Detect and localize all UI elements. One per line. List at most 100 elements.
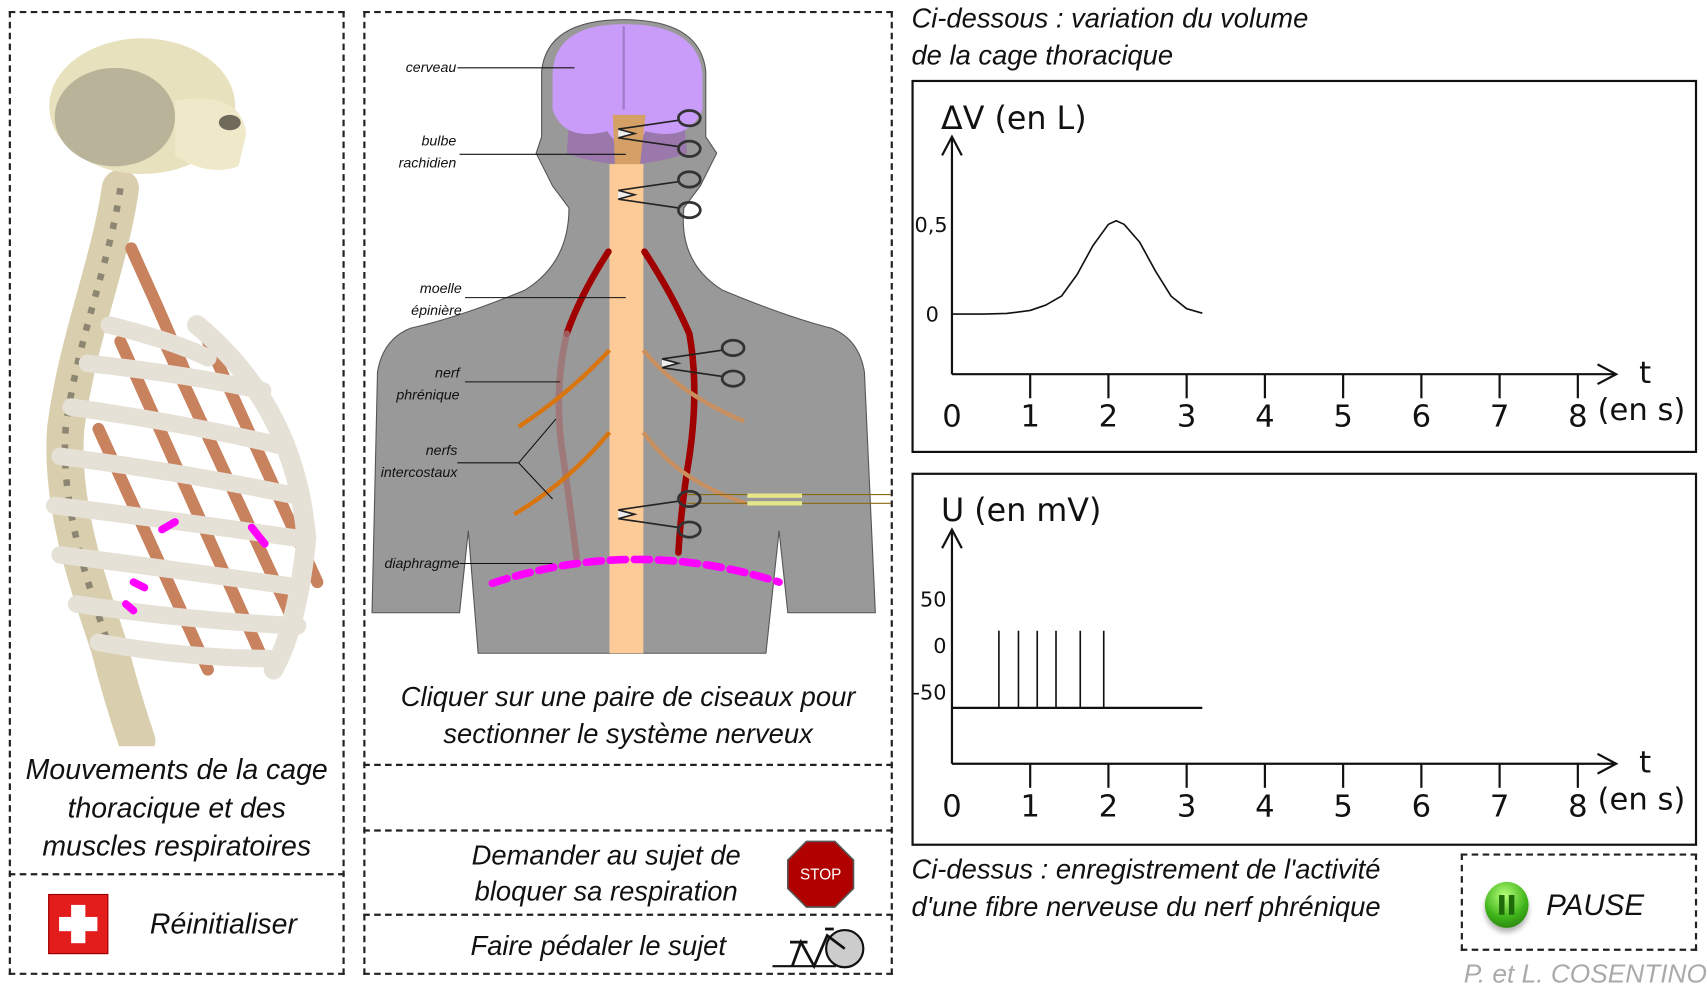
diaphragm [488, 555, 783, 588]
left-divider [8, 873, 345, 876]
x-unit-label: (en s) [1598, 393, 1686, 428]
x-axis-arrow [1597, 752, 1619, 775]
hold-breath-button[interactable]: Demander au sujet de bloquer sa respirat… [365, 832, 890, 913]
left-caption: Mouvements de la cage thoracique et des … [25, 752, 328, 863]
top-chart-caption: Ci-dessous : variation du volume de la c… [911, 3, 1309, 72]
spinal-cord [609, 164, 644, 654]
scissors-blade [618, 500, 679, 529]
bottom-chart-caption: Ci-dessus : enregistrement de l'activité… [911, 854, 1381, 923]
y-axis-arrow [941, 527, 963, 549]
scissors-ring [677, 489, 702, 508]
brain [552, 24, 703, 148]
label-epiniere: épinière [411, 303, 462, 319]
label-nerf: nerf [435, 365, 462, 381]
x-axis-arrow [1597, 363, 1619, 386]
y-axis-arrow [941, 134, 963, 156]
label-diaphragme: diaphragme [384, 556, 459, 572]
bicycle-icon [772, 927, 865, 970]
scissors-ring [677, 520, 702, 539]
credit: P. et L. COSENTINO [1463, 959, 1707, 990]
x-unit-label: (en s) [1598, 783, 1686, 818]
x-tick-label: 5 [1333, 400, 1353, 435]
reset-button[interactable]: Réinitialiser [22, 881, 339, 969]
scissors-cut-2[interactable] [618, 170, 702, 220]
left-panel [8, 10, 345, 975]
x-tick-label: 4 [1255, 400, 1275, 435]
middle-panel [363, 10, 893, 975]
label-nerfs: nerfs [426, 443, 458, 459]
x-tick-label: 2 [1099, 789, 1119, 824]
pause-icon [1484, 881, 1529, 928]
scissors-cut-4[interactable] [618, 489, 702, 539]
stop-sign-icon: STOP [787, 840, 855, 908]
label-phrenique: phrénique [395, 387, 459, 403]
y-tick-label: 0,5 [915, 213, 948, 237]
ribs [45, 315, 317, 680]
x-tick-label: 3 [1177, 789, 1197, 824]
scissors-ring [720, 338, 746, 357]
x-tick-label: 7 [1490, 789, 1510, 824]
voltage-chart-frame [911, 472, 1698, 846]
intercostal-nerves [513, 348, 747, 517]
pedal-button[interactable]: Faire pédaler le sujet [365, 916, 890, 973]
scissors-ring [677, 201, 702, 220]
x-tick-label: 6 [1412, 400, 1432, 435]
electrode [687, 493, 891, 506]
y-tick-label: 50 [920, 588, 946, 612]
scissors-ring [720, 369, 746, 388]
hold-breath-label-1: Demander au sujet de [471, 840, 741, 871]
middle-divider-1 [363, 763, 893, 766]
y-tick-label: 0 [933, 634, 946, 658]
hold-breath-label-2: bloquer sa respiration [474, 876, 738, 908]
x-tick-label: 2 [1099, 400, 1119, 435]
label-bulbe: bulbe [421, 134, 456, 150]
volume-chart-frame [911, 79, 1698, 453]
middle-divider-2 [363, 829, 893, 832]
diaphragm-marks [122, 518, 269, 615]
x-tick-label: 6 [1412, 789, 1432, 824]
x-tick-label: 0 [942, 789, 962, 824]
scissors-ring [677, 139, 702, 158]
x-axis-label: t [1639, 746, 1651, 781]
x-tick-label: 5 [1333, 789, 1353, 824]
skull [49, 38, 247, 174]
nervous-system-diagram: cerveau bulbe rachidien moelle épinière … [371, 19, 891, 654]
label-moelle: moelle [420, 281, 462, 297]
x-axis-label: t [1639, 356, 1651, 391]
stop-label: STOP [800, 867, 841, 884]
annotation-lines [457, 67, 626, 565]
y-tick-label: -50 [913, 681, 947, 705]
label-cerveau: cerveau [406, 60, 457, 76]
pedal-label: Faire pédaler le sujet [470, 931, 726, 962]
scissors-blade [618, 119, 679, 148]
scissors-cut-3[interactable] [661, 338, 746, 388]
x-tick-label: 4 [1255, 789, 1275, 824]
x-tick-label: 8 [1568, 789, 1588, 824]
scissors-blade [661, 349, 723, 378]
scissors-blade [618, 180, 679, 209]
instruction-text: Cliquer sur une paire de ciseaux pour se… [400, 681, 856, 750]
skeleton-illustration [45, 38, 324, 747]
middle-divider-3 [363, 913, 893, 916]
scissors-cut-1[interactable] [618, 109, 702, 158]
y-tick-label: 0 [926, 303, 939, 327]
x-tick-label: 8 [1568, 400, 1588, 435]
pause-label: PAUSE [1546, 888, 1645, 922]
y-axis-label: ΔV (en L) [941, 101, 1087, 137]
x-tick-label: 7 [1490, 400, 1510, 435]
label-rachidien: rachidien [399, 155, 457, 171]
x-tick-label: 0 [942, 400, 962, 435]
scissors-ring [677, 170, 702, 189]
x-tick-label: 1 [1020, 400, 1040, 435]
label-intercostaux: intercostaux [381, 465, 459, 481]
y-axis-label: U (en mV) [941, 493, 1101, 529]
reset-label: Réinitialiser [149, 907, 297, 940]
scissors-ring [677, 109, 702, 128]
x-tick-label: 3 [1177, 400, 1197, 435]
phrenic-nerves [555, 248, 698, 562]
pause-button[interactable]: PAUSE [1460, 853, 1698, 951]
x-tick-label: 1 [1020, 789, 1040, 824]
volume-curve [951, 219, 1203, 315]
